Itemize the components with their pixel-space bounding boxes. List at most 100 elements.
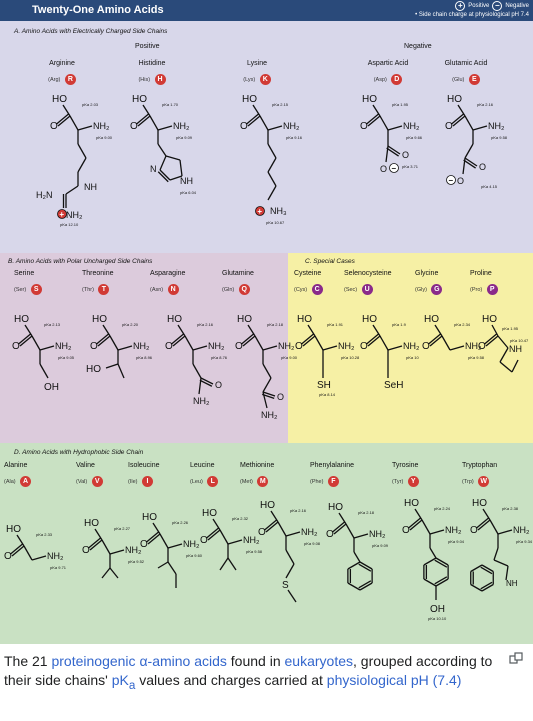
letter-badge: D	[391, 74, 403, 85]
oxygen-label: O	[402, 150, 409, 160]
link-pka[interactable]: pKa	[112, 672, 136, 692]
bond	[109, 549, 125, 555]
aa-threonine[interactable]: Threonine (Thr) T	[82, 270, 138, 296]
bond	[169, 175, 183, 181]
oxygen-label: O	[380, 164, 387, 174]
expand-icon[interactable]	[509, 652, 523, 664]
bond	[493, 547, 499, 561]
bond	[475, 517, 489, 529]
aa-asparagine[interactable]: Asparagine (Asn) N	[150, 270, 210, 296]
bond	[435, 578, 449, 587]
aa-name: Threonine	[82, 270, 114, 277]
pka-label: pKa 2.27	[114, 526, 131, 531]
thiol-label: SH	[317, 380, 331, 391]
bond	[94, 528, 103, 541]
bond	[347, 582, 361, 591]
pka-label: pKa 12.10	[60, 222, 79, 227]
aa-name: Serine	[14, 270, 35, 277]
aa-aspartic-acid[interactable]: Aspartic Acid (Asp) D	[355, 60, 421, 86]
aa-name: Selenocysteine	[344, 270, 392, 277]
aa-abbr: (Asp)	[373, 77, 387, 83]
bond	[105, 363, 119, 369]
aa-proline[interactable]: Proline (Pro) P	[470, 270, 510, 296]
aa-abbr: (Ala)	[4, 479, 16, 485]
aa-cysteine[interactable]: Cysteine (Cys) C	[294, 270, 336, 296]
aa-abbr: (Ser)	[14, 287, 27, 293]
caption-text: values and charges carried at	[135, 672, 327, 688]
aa-phenylalanine[interactable]: Phenylalanine (Phe) F	[310, 462, 372, 488]
aa-leucine[interactable]: Leucine (Leu) L	[190, 462, 232, 488]
link-physiological-ph[interactable]: physiological pH (7.4)	[326, 672, 462, 688]
bond	[157, 561, 169, 569]
amine-label: NH₂	[133, 341, 150, 351]
pka-label: pKa 1.95	[392, 102, 409, 107]
pka-label: pKa 1.95	[502, 326, 519, 331]
bond	[499, 361, 513, 373]
hydroxyl-label: HO	[142, 512, 157, 523]
amino-acid-figure[interactable]: Twenty-One Amino Acids +Positive −Negati…	[0, 0, 533, 644]
link-eukaryotes[interactable]: eukaryotes	[284, 653, 353, 669]
hydroxyl-label: HO	[328, 502, 343, 513]
pka-label: pKa 9.34	[516, 539, 533, 544]
aa-isoleucine[interactable]: Isoleucine (Ile) I	[128, 462, 178, 488]
bond	[252, 104, 261, 117]
bond	[24, 324, 33, 337]
aa-glutamic-acid[interactable]: Glutamic Acid (Glu) E	[432, 60, 500, 86]
hydroxyl-label: HO	[482, 314, 497, 325]
oxygen-label: O	[130, 121, 138, 132]
aa-abbr: (Tyr)	[392, 479, 404, 485]
aa-lysine[interactable]: Lysine (Lys) K	[232, 60, 282, 86]
charge-sign: −	[448, 176, 453, 185]
bond	[481, 583, 494, 592]
aa-serine[interactable]: Serine (Ser) S	[14, 270, 60, 296]
aa-glutamine[interactable]: Glutamine (Gln) Q	[222, 270, 278, 296]
aa-histidine[interactable]: Histidine (His) H	[122, 60, 182, 86]
oxygen-label: O	[258, 527, 266, 538]
link-alpha-amino-acids[interactable]: α-amino acids	[139, 653, 227, 669]
hydroxyl-label: HO	[447, 94, 462, 105]
bond	[262, 391, 276, 397]
bond	[450, 113, 464, 125]
bond	[65, 185, 79, 195]
bond	[287, 589, 297, 603]
bond	[16, 534, 25, 547]
aa-valine[interactable]: Valine (Val) V	[76, 462, 116, 488]
bond	[263, 519, 277, 531]
aa-arginine[interactable]: Arginine (Arg) R	[32, 60, 92, 86]
aa-tyrosine[interactable]: Tyrosine (Tyr) Y	[392, 462, 442, 488]
bond	[429, 547, 437, 559]
pka-label: pKa 2.33	[36, 532, 53, 537]
aa-alanine[interactable]: Alanine (Ala) A	[4, 462, 48, 488]
minus-icon: −	[492, 1, 503, 11]
aa-name: Leucine	[190, 462, 215, 469]
bond	[489, 519, 499, 535]
pka-label: pKa 2.16	[290, 508, 307, 513]
bond	[200, 377, 214, 385]
bond	[262, 377, 272, 393]
bond	[379, 115, 389, 131]
link-proteinogenic[interactable]: proteinogenic	[51, 653, 136, 669]
aa-methionine[interactable]: Methionine (Met) M	[240, 462, 292, 488]
bond	[434, 576, 448, 585]
letter-badge: N	[167, 284, 179, 295]
hydroxyl-label: HO	[202, 508, 217, 519]
aa-glycine[interactable]: Glycine (Gly) G	[415, 270, 459, 296]
amine-label: NH₂	[47, 551, 64, 561]
bond	[365, 113, 379, 125]
bond	[285, 563, 295, 579]
figure-caption: The 21 proteinogenic α-amino acids found…	[4, 652, 504, 695]
bond	[262, 363, 272, 379]
aa-selenocysteine[interactable]: Selenocysteine (Sec) U	[344, 270, 414, 296]
aa-tryptophan[interactable]: Tryptophan (Trp) W	[462, 462, 524, 488]
bond	[262, 391, 268, 409]
bond	[219, 557, 229, 571]
amine-label: NH₂	[283, 121, 300, 131]
oxygen-label: O	[277, 392, 284, 402]
bond	[135, 113, 149, 125]
selenol-label: SeH	[384, 380, 403, 391]
bond	[463, 159, 476, 169]
bond	[39, 345, 55, 351]
bond	[11, 545, 25, 557]
aa-name: Histidine	[138, 60, 166, 67]
bond	[322, 345, 338, 351]
